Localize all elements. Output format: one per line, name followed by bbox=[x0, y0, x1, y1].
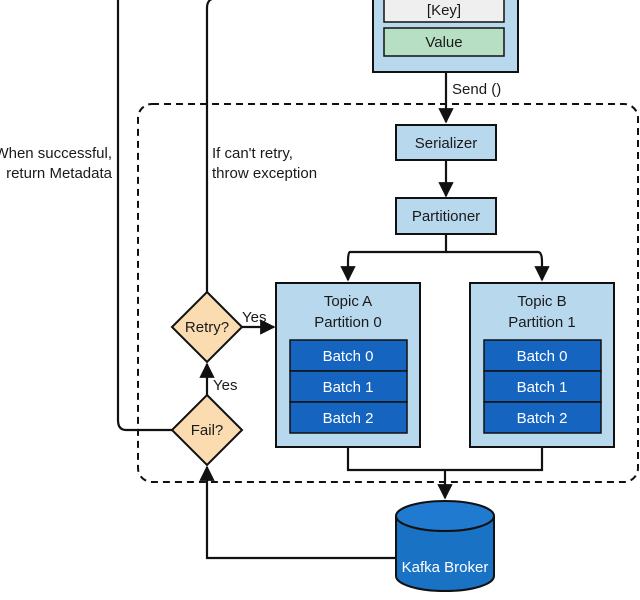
success-note-line-2: return Metadata bbox=[6, 165, 113, 182]
exception-note-line-2: throw exception bbox=[212, 165, 317, 182]
partitioner-to-partition-0-arrow bbox=[340, 234, 448, 282]
fail-label: Fail? bbox=[191, 422, 224, 439]
fail-decision bbox=[170, 393, 244, 467]
record-value-label: Value bbox=[425, 34, 462, 51]
partitions-merge-line bbox=[346, 447, 544, 472]
partition-a-batch-1 bbox=[289, 370, 408, 403]
partition-b-batch-0-label: Batch 0 bbox=[517, 348, 568, 365]
fail-yes-label: Yes bbox=[213, 377, 237, 394]
broker-cylinder-body bbox=[395, 516, 495, 592]
exception-note-line-1: If can't retry, bbox=[212, 145, 293, 162]
partition-b-batch-2-label: Batch 2 bbox=[517, 410, 568, 427]
retry-yes-label: Yes bbox=[242, 309, 266, 326]
broker-to-fail-arrow bbox=[199, 465, 396, 560]
partition-b-subtitle: Partition 1 bbox=[508, 314, 576, 331]
serializer-label: Serializer bbox=[415, 135, 478, 152]
broker-cylinder-top bbox=[395, 500, 495, 532]
record-key-field bbox=[383, 0, 505, 23]
retry-label: Retry? bbox=[185, 319, 229, 336]
partition-b-batch-2 bbox=[483, 401, 602, 434]
broker-label: Kafka Broker bbox=[402, 559, 489, 576]
success-return-line bbox=[116, 0, 172, 432]
partition-a-batch-1-label: Batch 1 bbox=[323, 379, 374, 396]
success-note-line-1: When successful, bbox=[0, 145, 112, 162]
partition-b-batch-0 bbox=[483, 339, 602, 372]
partitioner-to-partition-1-arrow bbox=[446, 250, 550, 282]
kafka-broker: Kafka Broker bbox=[395, 500, 495, 592]
partition-a-title: Topic A bbox=[324, 293, 372, 310]
exception-return-line bbox=[205, 0, 213, 292]
record-key-label: [Key] bbox=[427, 2, 461, 19]
partition-b-batch-1 bbox=[483, 370, 602, 403]
partition-a: Topic A Partition 0 Batch 0 Batch 1 Batc… bbox=[275, 282, 421, 448]
partition-a-batch-2-label: Batch 2 bbox=[323, 410, 374, 427]
producer-record: [Key] Value bbox=[372, 0, 519, 73]
partition-a-subtitle: Partition 0 bbox=[314, 314, 382, 331]
retry-decision bbox=[170, 290, 244, 364]
partition-b: Topic B Partition 1 Batch 0 Batch 1 Batc… bbox=[469, 282, 615, 448]
partition-a-batch-2 bbox=[289, 401, 408, 434]
record-value-field bbox=[383, 27, 505, 57]
send-label: Send () bbox=[452, 81, 501, 98]
partition-b-title: Topic B bbox=[517, 293, 566, 310]
partition-b-batch-1-label: Batch 1 bbox=[517, 379, 568, 396]
partition-a-batch-0-label: Batch 0 bbox=[323, 348, 374, 365]
partitioner-label: Partitioner bbox=[412, 208, 480, 225]
serializer-box bbox=[395, 124, 497, 161]
